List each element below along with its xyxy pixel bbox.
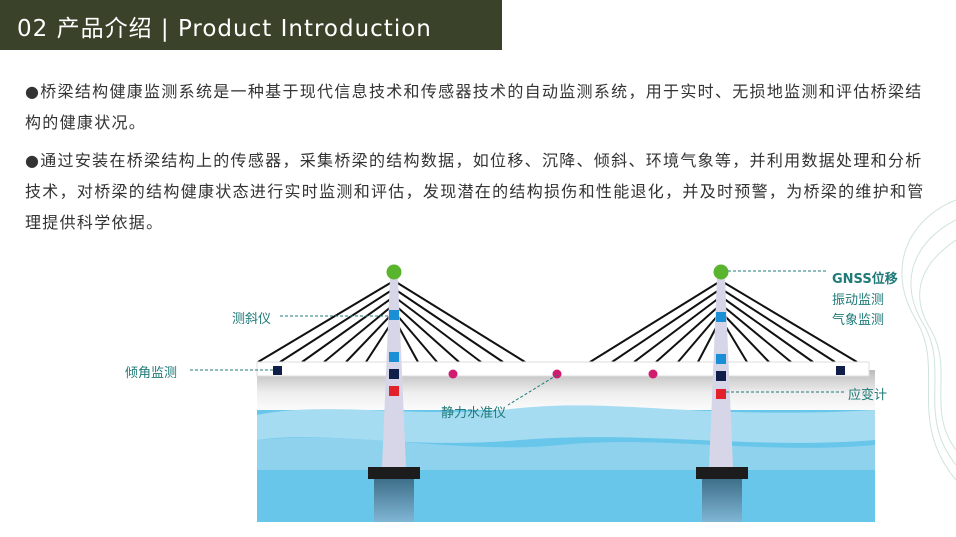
sensors: [273, 310, 845, 399]
label-vibration: 振动监测: [832, 293, 885, 308]
label-weather: 气象监测: [832, 313, 885, 328]
header-bar: 02 产品介绍 | Product Introduction: [0, 0, 502, 50]
label-tilt: 倾角监测: [125, 366, 178, 381]
cables: [257, 281, 858, 363]
paragraph-2: ●通过安装在桥梁结构上的传感器，采集桥梁的结构数据，如位移、沉降、倾斜、环境气象…: [25, 151, 925, 232]
page-title: 02 产品介绍 | Product Introduction: [17, 16, 432, 42]
label-inclinometer: 测斜仪: [232, 312, 272, 327]
label-strain: 应变计: [848, 388, 888, 403]
gnss-sensor: [386, 264, 402, 280]
deck: [256, 361, 870, 377]
decorative-lines: [901, 199, 956, 481]
gnss-sensor: [713, 264, 729, 280]
paragraph-1: ●桥梁结构健康监测系统是一种基于现代信息技术和传感器技术的自动监测系统，用于实时…: [25, 82, 923, 132]
label-level: 静力水准仪: [441, 406, 507, 421]
label-gnss: GNSS位移: [832, 272, 898, 287]
